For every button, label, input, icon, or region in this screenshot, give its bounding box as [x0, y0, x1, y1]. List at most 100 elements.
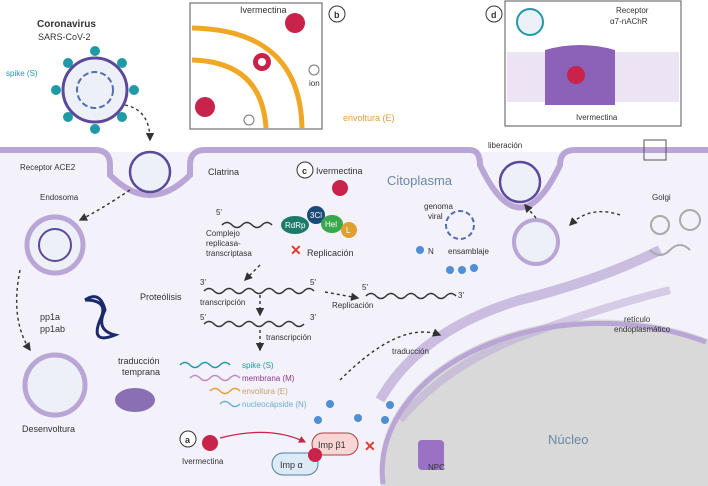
assembly-label: ensamblaje — [448, 247, 489, 256]
npc-label: NPC — [428, 463, 445, 472]
nucleus — [379, 319, 708, 486]
proteolysis-label: Proteólisis — [140, 292, 182, 302]
ion-label: ion — [309, 79, 320, 88]
golgi-arrow — [569, 211, 621, 226]
strand2-5prime: 5' — [200, 313, 206, 322]
early-translation-label-1: traducción — [118, 356, 160, 366]
panel-a-tag: a — [185, 435, 191, 445]
strand1-5prime: 5' — [310, 278, 316, 287]
strand1-3prime: 3' — [200, 278, 206, 287]
ivermectin-molecule — [332, 180, 348, 196]
viral-genome — [445, 210, 475, 240]
endoplasmic-reticulum-fold — [396, 286, 671, 423]
legend-nucleocapsid: nucleocápside (N) — [242, 400, 307, 409]
transcription-label-1: transcripción — [200, 298, 245, 307]
complex-label-2: replicasa- — [206, 239, 241, 248]
imp-beta1-label: Imp β1 — [318, 440, 346, 450]
five-prime-label: 5' — [216, 208, 222, 217]
spike-label: spike (S) — [6, 69, 38, 78]
rna-strand-2 — [203, 320, 305, 328]
er-label-1: retículo — [624, 315, 651, 324]
golgi-apparatus — [649, 209, 701, 256]
ivermectin-molecule — [202, 435, 218, 451]
release-arrow — [524, 203, 537, 219]
replication-label: Replicación — [332, 301, 373, 310]
uncoating-label: Desenvoltura — [22, 424, 75, 434]
ivermectin-molecule — [285, 13, 305, 33]
ivermectin-arrow — [219, 431, 307, 443]
cell-membrane — [0, 147, 708, 211]
clathrin-label: Clatrina — [208, 167, 239, 177]
mrna-legend: spike (S) membrana (M) envoltura (E) nuc… — [179, 361, 334, 409]
rna-strand-3 — [365, 292, 457, 300]
n-label: N — [428, 247, 434, 256]
entry-arrow — [124, 104, 155, 142]
ion-icon — [308, 64, 320, 76]
panel-c-tag: c — [302, 166, 307, 176]
nucleus-label: Núcleo — [548, 432, 588, 447]
replication-label-c: Replicación — [307, 248, 354, 258]
cytoplasm-label: Citoplasma — [387, 173, 453, 188]
3cl-label: 3Cl — [310, 211, 322, 220]
panel-b — [189, 2, 346, 130]
legend-spike: spike (S) — [242, 361, 274, 370]
panel-c-ivermectin: Ivermectina — [316, 166, 363, 176]
receptor-label-2: α7-nAChR — [610, 17, 648, 26]
pp1ab-label: pp1ab — [40, 324, 65, 334]
receptor-label-1: Receptor — [616, 6, 649, 15]
receptor-zoom-box — [643, 139, 667, 161]
ivermectin-molecule — [195, 97, 215, 117]
polyprotein-chain — [84, 295, 120, 340]
early-translation-label-2: temprana — [122, 367, 160, 377]
replicase-complex — [281, 206, 357, 238]
virus-particle — [51, 46, 139, 134]
rdrp-label: RdRp — [285, 221, 306, 230]
genome-label-2: viral — [428, 212, 443, 221]
imp-alpha-label: Imp α — [280, 460, 303, 470]
panel-b-tag: b — [334, 10, 340, 20]
panel-d-ivermectin: Ivermectina — [576, 113, 618, 122]
ribosome — [115, 388, 155, 412]
inhibition-x-icon: ✕ — [364, 438, 376, 454]
endosome-label: Endosoma — [40, 193, 79, 202]
golgi-label: Golgi — [652, 193, 671, 202]
nucleocapsid-proteins — [314, 246, 478, 424]
translation-label: traducción — [392, 347, 429, 356]
endoplasmic-reticulum — [375, 245, 663, 403]
genome-label-1: genoma — [424, 202, 453, 211]
panel-a-ivermectin: Ivermectina — [182, 457, 224, 466]
imp-alpha — [271, 452, 319, 476]
panel-d-tag: d — [491, 10, 497, 20]
complex-label-1: Complejo — [206, 229, 240, 238]
strand3-5prime: 5' — [362, 283, 368, 292]
inhibition-x-icon: ✕ — [290, 242, 302, 258]
hel-label: Hel — [325, 220, 337, 229]
nuclear-envelope — [379, 320, 707, 485]
rna-strand-1 — [203, 287, 315, 295]
ion-icon — [243, 114, 255, 126]
panel-b-ivermectin: Ivermectina — [240, 5, 287, 15]
virus-icon — [516, 8, 544, 36]
pp1a-label: pp1a — [40, 312, 60, 322]
endosome-arrow — [78, 189, 131, 221]
er-label-2: endoplasmático — [614, 325, 671, 334]
endosome-virus — [38, 228, 72, 262]
ivermectin-bound — [308, 448, 322, 462]
complex-label-3: transcriptasa — [206, 249, 252, 258]
released-virion — [498, 160, 542, 204]
release-label: liberación — [488, 141, 522, 150]
strand3-3prime: 3' — [458, 291, 464, 300]
nuclear-pore-complex — [418, 440, 444, 470]
imp-beta1 — [311, 432, 359, 456]
endosome — [24, 214, 86, 276]
legend-envelope: envoltura (E) — [242, 387, 288, 396]
virus-title: Coronavirus — [37, 19, 96, 30]
endocytosed-virus — [128, 150, 172, 194]
genome-rna — [221, 221, 273, 229]
uncoating-vesicle — [22, 352, 88, 418]
panel-d — [485, 0, 682, 127]
transcription-label-2: transcripción — [266, 333, 311, 342]
l-label: L — [346, 226, 351, 235]
